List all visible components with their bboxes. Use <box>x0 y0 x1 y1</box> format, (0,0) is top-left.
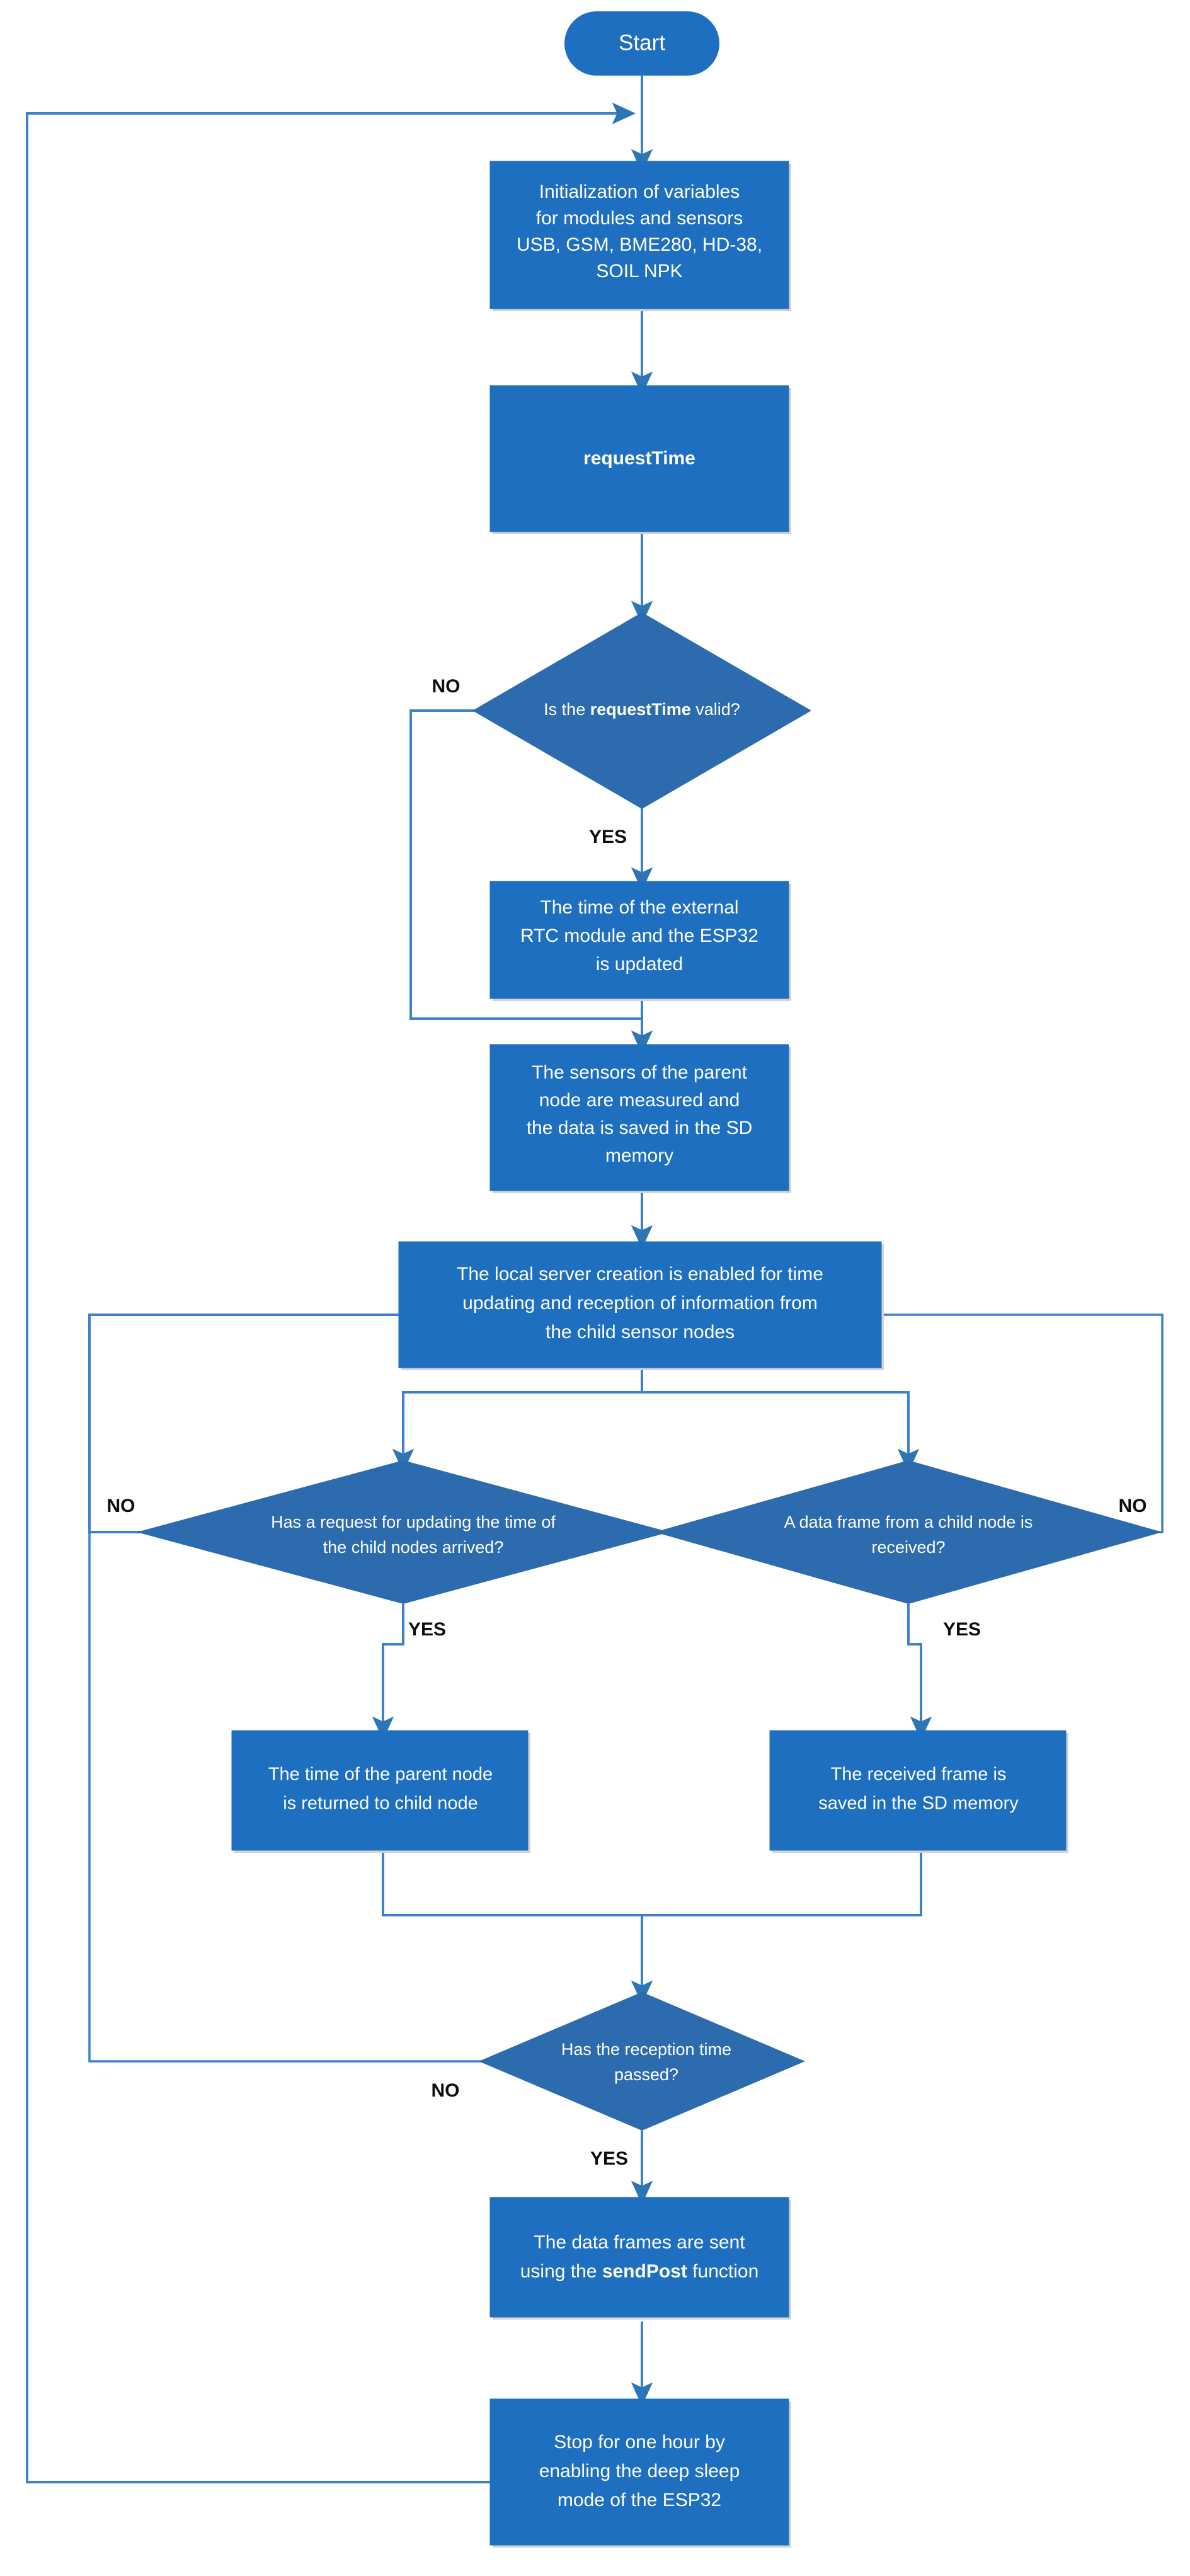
rtc-line-3: is updated <box>596 954 683 975</box>
sendpost-line-2-part-3: function <box>687 2261 758 2282</box>
connector-reception-no-loop <box>88 1532 515 2063</box>
init-line-2: for modules and sensors <box>536 208 743 229</box>
node-save-frame-sd[interactable]: The received frame is saved in the SD me… <box>769 1730 1068 1853</box>
decision-request-valid-part-1: Is the <box>544 700 590 719</box>
measure-line-2: node are measured and <box>539 1090 740 1111</box>
branch-label-yes-time-request: YES <box>408 1619 446 1640</box>
start-label: Start <box>619 30 665 55</box>
saveframe-line-2: saved in the SD memory <box>818 1794 1019 1814</box>
rtc-shape <box>489 881 789 999</box>
sendpost-line-2-part-2: sendPost <box>602 2261 687 2282</box>
node-measure-sensors[interactable]: The sensors of the parent node are measu… <box>489 1044 791 1193</box>
returntime-shape <box>231 1730 529 1851</box>
init-line-1: Initialization of variables <box>539 181 740 202</box>
connector-saveframe-to-merge <box>642 1852 922 1916</box>
connector-deepsleep-to-init-loop <box>26 102 636 2483</box>
rtc-line-2: RTC module and the ESP32 <box>520 925 758 946</box>
localserver-line-3: the child sensor nodes <box>546 1322 735 1342</box>
deepsleep-line-3: mode of the ESP32 <box>558 2490 721 2510</box>
deepsleep-shape <box>489 2398 789 2546</box>
decision-request-valid-label: Is the requestTime valid? <box>544 700 740 719</box>
init-shape <box>489 161 789 309</box>
node-local-server[interactable]: The local server creation is enabled for… <box>398 1241 884 1370</box>
decision-time-request-line-1: Has a request for updating the time of <box>271 1513 556 1531</box>
sendpost-line-2-part-1: using the <box>520 2261 602 2282</box>
localserver-line-1: The local server creation is enabled for… <box>457 1264 823 1285</box>
node-rtc-update[interactable]: The time of the external RTC module and … <box>489 881 791 1001</box>
branch-label-yes-reception-passed: YES <box>590 2148 628 2169</box>
sendpost-shape <box>489 2197 789 2318</box>
decision-frame-received-shape <box>655 1460 1162 1604</box>
returntime-line-1: The time of the parent node <box>268 1765 493 1785</box>
branch-label-yes-frame-received: YES <box>943 1619 981 1640</box>
branch-label-no-time-request: NO <box>107 1496 135 1516</box>
decision-reception-line-1: Has the reception time <box>561 2040 731 2059</box>
rtc-line-1: The time of the external <box>540 897 738 918</box>
decision-reception-line-2: passed? <box>614 2065 678 2084</box>
decision-request-valid-part-3: valid? <box>691 700 740 719</box>
decision-request-valid-part-2: requestTime <box>590 700 691 719</box>
measure-shape <box>489 1044 789 1191</box>
connector-time-decision-yes <box>372 1604 404 1741</box>
node-deep-sleep[interactable]: Stop for one hour by enabling the deep s… <box>489 2398 791 2548</box>
sendpost-line-1: The data frames are sent <box>534 2232 745 2253</box>
branch-label-no-frame-received: NO <box>1119 1496 1147 1516</box>
connector-returntime-to-merge <box>382 1852 642 1916</box>
node-request-time[interactable]: requestTime <box>489 385 791 534</box>
saveframe-shape <box>769 1730 1067 1851</box>
deepsleep-line-2: enabling the deep sleep <box>539 2461 740 2482</box>
node-return-time-to-child[interactable]: The time of the parent node is returned … <box>231 1730 530 1853</box>
decision-frame-received-line-2: received? <box>871 1538 945 1557</box>
decision-time-request-shape <box>137 1460 670 1604</box>
branch-label-yes-request-time: YES <box>589 827 627 847</box>
node-send-post[interactable]: The data frames are sent using the sendP… <box>489 2197 791 2320</box>
node-initialization[interactable]: Initialization of variables for modules … <box>489 161 791 311</box>
requesttime-shape <box>489 385 789 532</box>
connector-localserver-to-time-decision <box>392 1367 643 1473</box>
returntime-line-2: is returned to child node <box>283 1794 478 1814</box>
start-shape <box>564 11 719 76</box>
decision-frame-received-line-1: A data frame from a child node is <box>784 1513 1033 1531</box>
connector-frame-decision-yes <box>907 1604 932 1741</box>
sendpost-line-2: using the sendPost function <box>520 2261 759 2282</box>
init-line-4: SOIL NPK <box>596 261 682 282</box>
branch-label-no-reception-passed: NO <box>432 2080 460 2101</box>
measure-line-4: memory <box>605 1145 673 1166</box>
deepsleep-line-1: Stop for one hour by <box>554 2432 725 2453</box>
connector-decision-no-bypass <box>409 709 642 1020</box>
decision-request-valid-shape <box>472 612 811 809</box>
measure-line-1: The sensors of the parent <box>532 1062 748 1083</box>
init-line-3: USB, GSM, BME280, HD-38, <box>517 234 762 255</box>
node-start[interactable]: Start <box>564 11 719 76</box>
connector-localserver-to-frame-decision <box>641 1367 920 1473</box>
requesttime-label: requestTime <box>583 448 695 469</box>
node-decision-request-time-valid[interactable]: Is the requestTime valid? <box>472 612 811 809</box>
localserver-line-2: updating and reception of information fr… <box>462 1293 818 1314</box>
saveframe-line-1: The received frame is <box>831 1765 1007 1785</box>
localserver-shape <box>398 1241 882 1368</box>
decision-reception-passed-shape <box>479 1992 805 2131</box>
node-decision-reception-time-passed[interactable]: Has the reception time passed? <box>479 1992 805 2131</box>
node-decision-time-request-arrived[interactable]: Has a request for updating the time of t… <box>137 1460 670 1604</box>
decision-time-request-line-2: the child nodes arrived? <box>323 1538 504 1557</box>
measure-line-3: the data is saved in the SD <box>527 1118 753 1138</box>
node-decision-frame-received[interactable]: A data frame from a child node is receiv… <box>655 1460 1162 1604</box>
branch-label-no-request-time: NO <box>432 676 461 697</box>
